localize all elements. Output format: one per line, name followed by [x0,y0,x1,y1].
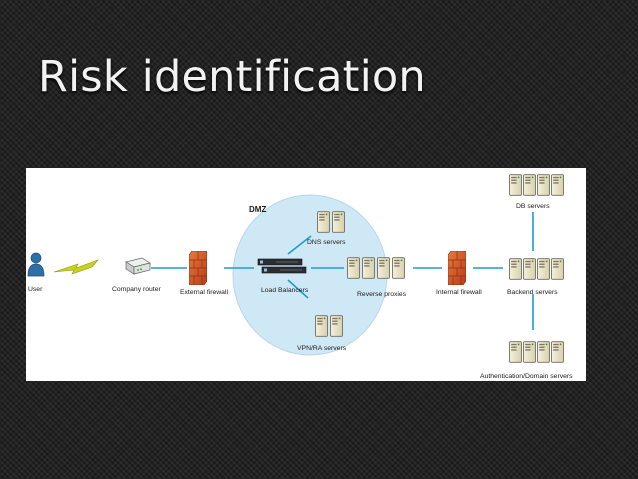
internal-firewall-icon [448,251,466,285]
slide-title: Risk identification [38,52,426,102]
user-icon [27,252,45,277]
connector-loadbalancer-vpn [287,279,309,299]
load-balancers-label: Load Balancers [261,287,309,294]
load-balancer-icon [257,258,307,274]
db-servers-label: DB servers [516,203,550,210]
dns-servers-label: DNS servers [307,239,346,246]
company-router-label: Company router [112,286,161,293]
user-label: User [28,286,43,293]
auth-domain-servers-icon [509,341,564,363]
dmz-label: DMZ [249,205,266,214]
router-icon [125,257,151,275]
external-firewall-icon [189,251,207,285]
network-diagram: DMZ User Company router External firewal… [26,168,586,381]
backend-servers-icon [509,258,564,280]
backend-servers-label: Backend servers [507,289,558,296]
connector-loadbalancer-dns [287,235,312,255]
connectors [151,212,534,330]
auth-domain-servers-label: Authentication/Domain servers [480,373,573,380]
external-firewall-label: External firewall [180,289,228,296]
db-servers-icon [509,174,564,196]
reverse-proxies-label: Reverse proxies [357,291,407,298]
internal-firewall-label: Internal firewall [436,289,482,296]
network-diagram-svg: DMZ User Company router External firewal… [27,174,573,380]
vpn-ra-servers-label: VPN/RA servers [297,345,347,352]
wireless-link-icon [53,259,99,275]
